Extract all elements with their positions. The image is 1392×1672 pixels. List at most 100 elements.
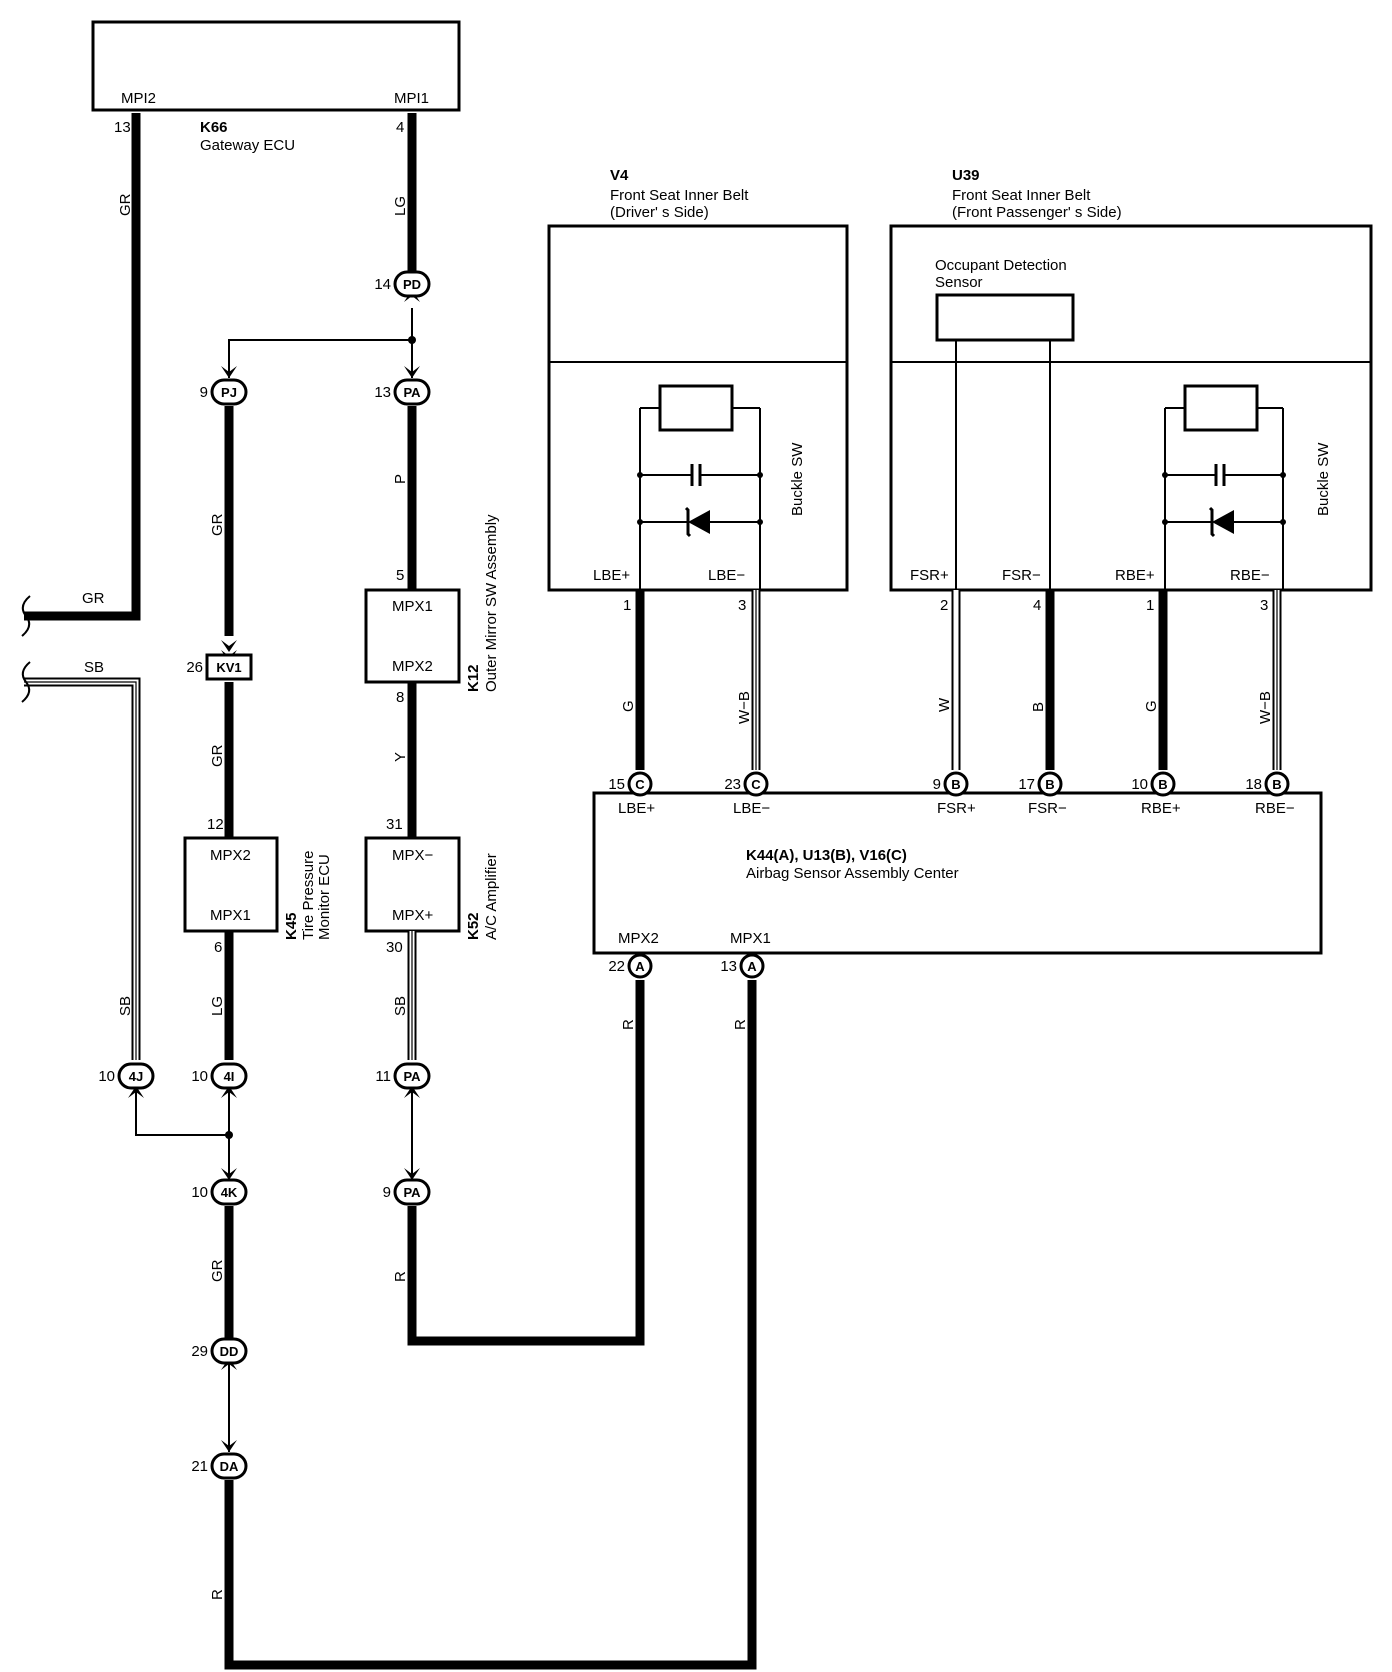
- connector-pin-number: 22: [608, 958, 625, 975]
- connector-pin-number: 9: [383, 1184, 391, 1201]
- pin-label-k44-rbe-plus: RBE+: [1141, 800, 1181, 817]
- wire-gr-left: [24, 113, 141, 621]
- connector-code: 4J: [129, 1069, 143, 1084]
- pin-number-v4-3: 3: [738, 597, 746, 614]
- component-name-u39-line1: Front Seat Inner Belt: [952, 187, 1091, 204]
- connector-code: DA: [220, 1459, 239, 1474]
- pin-number-u39-1: 1: [1146, 597, 1154, 614]
- pin-label-fsr-minus: FSR−: [1002, 567, 1041, 584]
- wire-label-y: Y: [392, 752, 409, 762]
- pin-label-mpi2: MPI2: [121, 90, 156, 107]
- connector-shape: [393, 378, 431, 406]
- connector-code: 4I: [224, 1069, 235, 1084]
- connector-shape: [117, 1062, 155, 1090]
- component-name-k45-line2: Monitor ECU: [316, 854, 333, 940]
- component-name-k44: Airbag Sensor Assembly Center: [746, 865, 959, 882]
- connector-code: PA: [403, 385, 421, 400]
- occupant-sensor-label-1: Occupant Detection: [935, 257, 1067, 274]
- pin-number-u39-4: 4: [1033, 597, 1041, 614]
- connector-pin-number: 21: [191, 1458, 208, 1475]
- wire-branch-to-pj: [228, 339, 412, 378]
- belt-pin-numbers: 1 3 2 4 1 3: [623, 597, 1268, 614]
- connector-pin-number: 14: [374, 276, 391, 293]
- pin-label-lbe-minus: LBE−: [708, 567, 745, 584]
- pin-label-k12-mpx1: MPX1: [392, 598, 433, 615]
- connector-shape: [1264, 771, 1290, 797]
- pin-label-rbe-plus: RBE+: [1115, 567, 1155, 584]
- connector-pin-number: 9: [200, 384, 208, 401]
- connector-shape: [1150, 771, 1176, 797]
- connector-pj9: PJ9: [200, 378, 248, 406]
- connector-shape: [1037, 771, 1063, 797]
- wire-color-labels: GR LG P GR GR SB GR Y SB LG SB R GR R R …: [82, 193, 1274, 1600]
- connector-pin-number: 13: [374, 384, 391, 401]
- pin-number-13: 13: [114, 119, 131, 136]
- component-id-k52: K52: [465, 912, 482, 940]
- connector-b18: B18: [1245, 771, 1290, 797]
- connector-code: B: [1045, 777, 1054, 792]
- driver-belt-box: V4 Front Seat Inner Belt (Driver' s Side…: [547, 167, 849, 592]
- pin-label-lbe-plus: LBE+: [593, 567, 630, 584]
- connector-shape: [393, 1178, 431, 1206]
- wires: [24, 113, 1282, 1670]
- occupant-sensor-label-2: Sensor: [935, 274, 983, 291]
- connector-pin-number: 9: [933, 776, 941, 793]
- wire-label-r-4: R: [732, 1019, 749, 1030]
- pin-number-u39-2: 2: [940, 597, 948, 614]
- wire-label-gr-2: GR: [209, 513, 226, 536]
- connector-c15: C15: [608, 771, 653, 797]
- connector-pin-number: 26: [186, 659, 203, 676]
- connector-pin-number: 15: [608, 776, 625, 793]
- connector-shape: [210, 1452, 248, 1480]
- connector-code: PA: [403, 1069, 421, 1084]
- pin-number-k45-6: 6: [214, 939, 222, 956]
- wire-label-gr-3: GR: [82, 590, 105, 607]
- pin-number-v4-1: 1: [623, 597, 631, 614]
- component-id-k12: K12: [465, 664, 482, 692]
- pin-label-fsr-plus: FSR+: [910, 567, 949, 584]
- wire-label-p: P: [392, 474, 409, 484]
- connector-code: PA: [403, 1185, 421, 1200]
- component-name-k52: A/C Amplifier: [483, 853, 500, 940]
- connector-shape: [627, 771, 653, 797]
- component-name-v4-line2: (Driver' s Side): [610, 204, 709, 221]
- connector-shape: [943, 771, 969, 797]
- wire-r-mpx1: [224, 980, 757, 1670]
- connector-c23: C23: [724, 771, 769, 797]
- component-id-k45: K45: [283, 912, 300, 940]
- airbag-sensor-center-box: LBE+ LBE− FSR+ FSR− RBE+ RBE− K44(A), U1…: [592, 791, 1323, 955]
- wire-label-g-2: G: [1143, 700, 1160, 712]
- connector-shape: [210, 1337, 248, 1365]
- connector-shape: [627, 953, 653, 979]
- component-id-v4: V4: [610, 167, 629, 184]
- connector-shape: [739, 953, 765, 979]
- component-id-k44: K44(A), U13(B), V16(C): [746, 847, 907, 864]
- wire-label-lg-2: LG: [209, 996, 226, 1016]
- connector-pin-number: 10: [1131, 776, 1148, 793]
- connector-pin-number: 29: [191, 1343, 208, 1360]
- connector-code: A: [747, 959, 757, 974]
- connector-shape: [210, 378, 248, 406]
- connector-code: A: [635, 959, 645, 974]
- wire-label-sb-3: SB: [392, 996, 409, 1016]
- connector-a22: A 22: [608, 953, 653, 979]
- wire-label-b: B: [1030, 702, 1047, 712]
- pin-label-rbe-minus: RBE−: [1230, 567, 1270, 584]
- wire-label-sb-2: SB: [117, 996, 134, 1016]
- wire-label-gr-4: GR: [209, 744, 226, 767]
- buckle-sw-label-passenger: Buckle SW: [1315, 442, 1332, 516]
- connector-code: 4K: [221, 1185, 238, 1200]
- wire-junction-4j: [135, 1092, 229, 1136]
- occupant-sensor-box: [935, 293, 1075, 342]
- connector-pin-number: 23: [724, 776, 741, 793]
- gateway-ecu-box: MPI2 MPI1 13 4 K66 Gateway ECU: [91, 20, 461, 154]
- pin-label-k52-mpx-plus: MPX+: [392, 907, 434, 924]
- break-symbols: [21, 595, 31, 703]
- connector-shape: [210, 1062, 248, 1090]
